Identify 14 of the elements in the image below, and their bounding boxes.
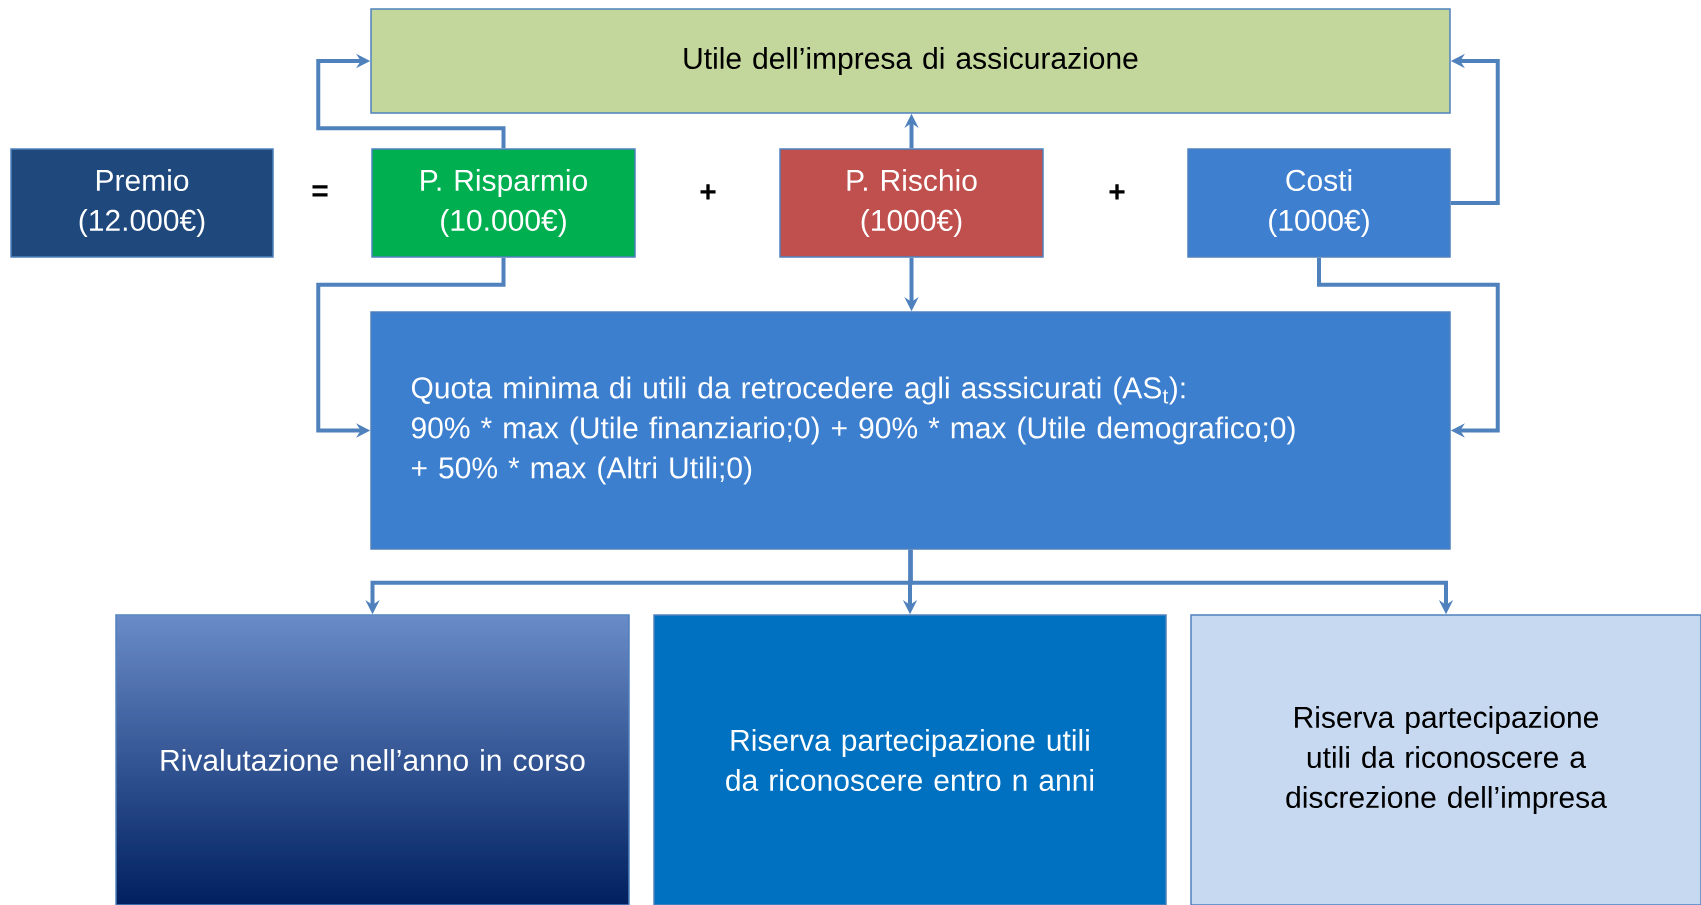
process-box: Costi (1000€) (1187, 148, 1451, 258)
title-box: Utile dell’impresa di assicurazione (370, 8, 1451, 114)
process-box: Premio (12.000€) (10, 148, 274, 258)
operator-sign: + (700, 184, 716, 200)
arrow (1317, 257, 1500, 438)
arrow (316, 53, 506, 149)
process-box: P. Risparmio (10.000€) (371, 148, 636, 258)
operator-sign: + (1109, 184, 1125, 200)
operator-sign: = (312, 185, 328, 197)
process-box: P. Rischio (1000€) (779, 148, 1044, 258)
result-box: Rivalutazione nell’anno in corso (115, 614, 630, 905)
result-box: Riserva partecipazione utili da riconoscere a discrezione dell’impresa (1190, 614, 1701, 905)
formula-box: Quota minima di utili da retrocedere agli asssicurati (AS$_{t}$): 90% * max (Utile finanziario;0) + 90% * max (Utile demografico;0) + 50% * max (Altri Utili;0) (370, 311, 1451, 550)
result-box: Riserva partecipazione utili da riconoscere entro n anni (653, 614, 1167, 905)
